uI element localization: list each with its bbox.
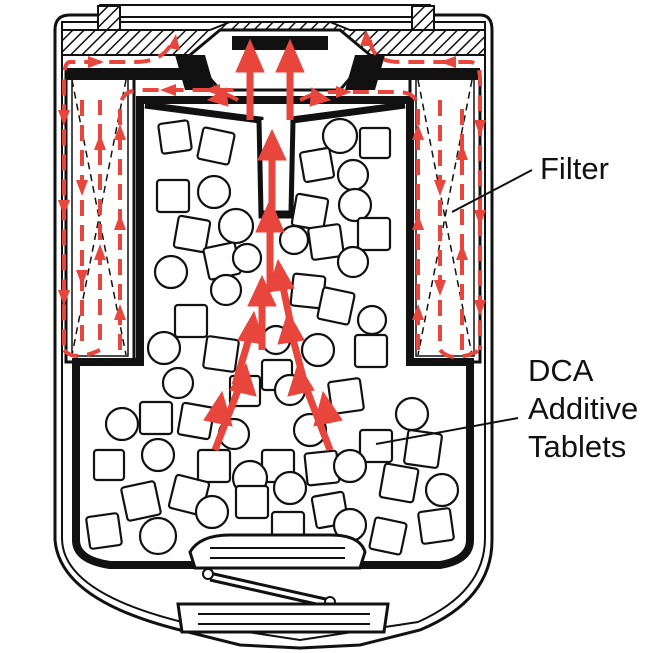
filter-leader-line	[451, 169, 533, 213]
filter-flow-arrowheads	[58, 30, 486, 320]
dca-label-line-3: Tablets	[528, 429, 627, 464]
central-flow-arrows	[203, 38, 343, 452]
filter-label: Filter	[540, 151, 609, 186]
dca-label-line-2: Additive	[528, 391, 639, 426]
dca-label-line-1: DCA	[528, 353, 594, 388]
additive-tablets	[85, 117, 460, 556]
filter-top-plate	[66, 68, 480, 80]
dca-additive-tablets-label: DCA Additive Tablets	[528, 352, 638, 466]
tablets-leader-line	[375, 417, 519, 445]
bottom-spring	[176, 533, 390, 634]
